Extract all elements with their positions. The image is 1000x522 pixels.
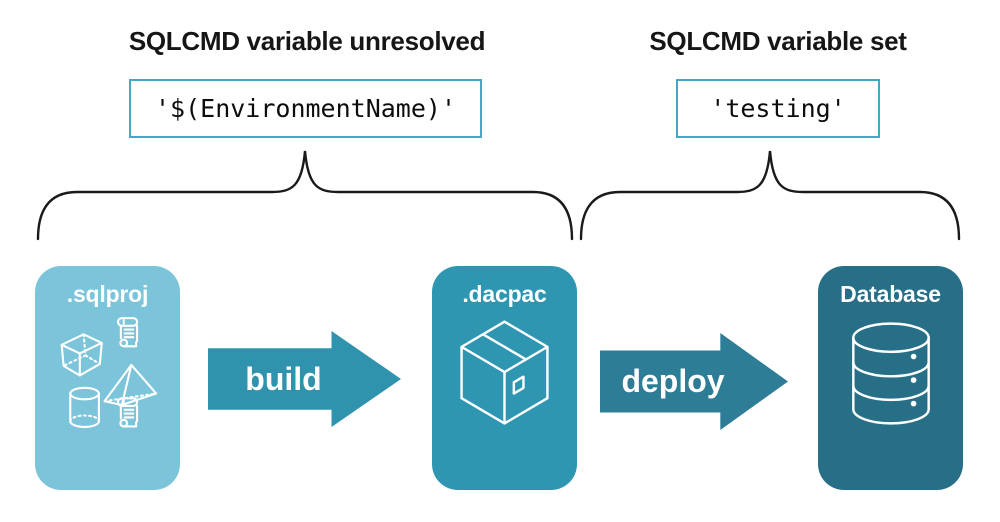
database-node: Database [818, 266, 963, 490]
database-stack-icon [851, 322, 930, 425]
package-box-icon [460, 320, 549, 425]
right-brace [579, 150, 961, 241]
heading-sqlcmd-set: SQLCMD variable set [649, 26, 907, 56]
sqlproj-node: .sqlproj [35, 266, 180, 490]
sql-project-objects-icon [60, 317, 158, 428]
heading-sqlcmd-unresolved: SQLCMD variable unresolved [128, 26, 486, 56]
database-label: Database [840, 281, 941, 307]
code-box-environment-variable: '$(EnvironmentName)' [129, 79, 482, 138]
dacpac-label: .dacpac [462, 281, 547, 307]
script-scroll-icon [116, 397, 139, 428]
build-arrow-label: build [245, 360, 322, 397]
build-arrow: build [208, 331, 401, 427]
deploy-arrow-label: deploy [621, 363, 725, 399]
database-indicator-dots [910, 353, 916, 407]
cylinder-icon [69, 386, 100, 428]
deploy-arrow: deploy [600, 333, 788, 430]
code-box-testing-value: 'testing' [676, 79, 880, 138]
sqlproj-label: .sqlproj [66, 281, 149, 307]
script-scroll-icon [116, 317, 139, 348]
cube-icon [60, 333, 103, 377]
left-brace [36, 150, 574, 241]
dacpac-node: .dacpac [432, 266, 577, 490]
